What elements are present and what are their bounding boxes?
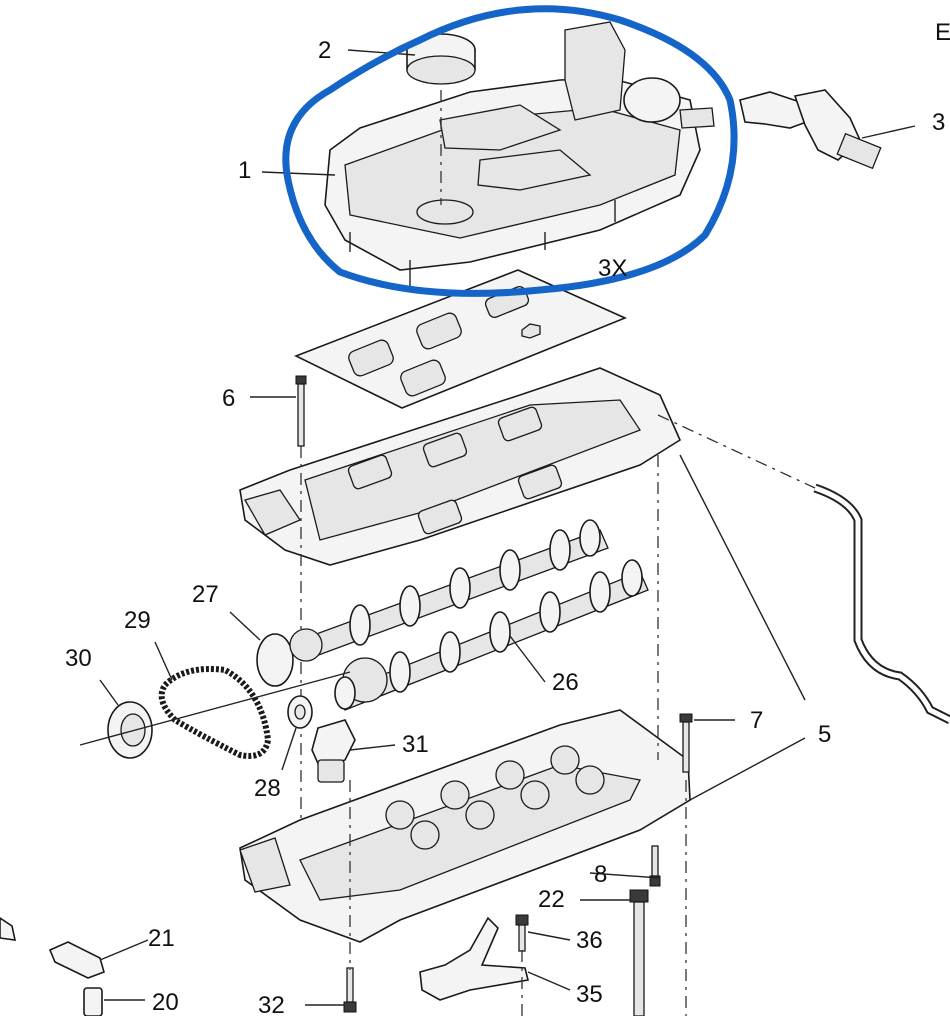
label-27: 27	[192, 581, 219, 608]
camshafts	[256, 519, 649, 711]
sensor-31	[311, 719, 356, 783]
label-30: 30	[65, 645, 92, 672]
bracket-35	[419, 914, 529, 1001]
label-32: 32	[258, 992, 285, 1016]
leader-lines	[99, 49, 916, 1006]
seal-30	[79, 671, 351, 759]
label-21: 21	[148, 925, 175, 952]
label-28: 28	[254, 775, 281, 802]
label-36: 36	[576, 927, 603, 954]
bolt-6	[295, 375, 307, 880]
partial-part-left	[0, 917, 17, 941]
label-5: 5	[818, 721, 831, 748]
rocker-arm-21	[48, 941, 105, 979]
bolt-7	[679, 713, 693, 773]
label-1: 1	[238, 157, 251, 184]
label-20: 20	[152, 989, 179, 1016]
bolt-32	[343, 967, 357, 1013]
bolt-8	[649, 845, 661, 887]
timing-chain	[158, 666, 272, 759]
label-7: 7	[750, 707, 763, 734]
label-8: 8	[594, 861, 607, 888]
cam-lobes-lower	[389, 559, 643, 693]
label-2: 2	[318, 37, 331, 64]
sensor-connector	[739, 89, 882, 170]
cylinder-head	[239, 709, 691, 943]
corner-text: E	[935, 19, 950, 46]
label-6: 6	[222, 385, 235, 412]
highlight-loop	[282, 5, 738, 297]
oil-filler-cap	[406, 33, 476, 205]
label-22: 22	[538, 886, 565, 913]
label-29: 29	[124, 607, 151, 634]
label-3: 3	[932, 109, 945, 136]
label-31: 31	[402, 731, 429, 758]
bolt-22	[629, 889, 649, 1016]
quantity-note: 3X	[598, 255, 627, 282]
camshaft-carrier	[239, 367, 682, 566]
washer-28	[287, 695, 313, 729]
cam-lobes-upper	[349, 519, 601, 646]
label-26: 26	[552, 669, 579, 696]
pipe	[813, 483, 950, 725]
valve-cover	[324, 21, 715, 292]
lifter-20	[83, 987, 103, 1016]
label-35: 35	[576, 981, 603, 1008]
